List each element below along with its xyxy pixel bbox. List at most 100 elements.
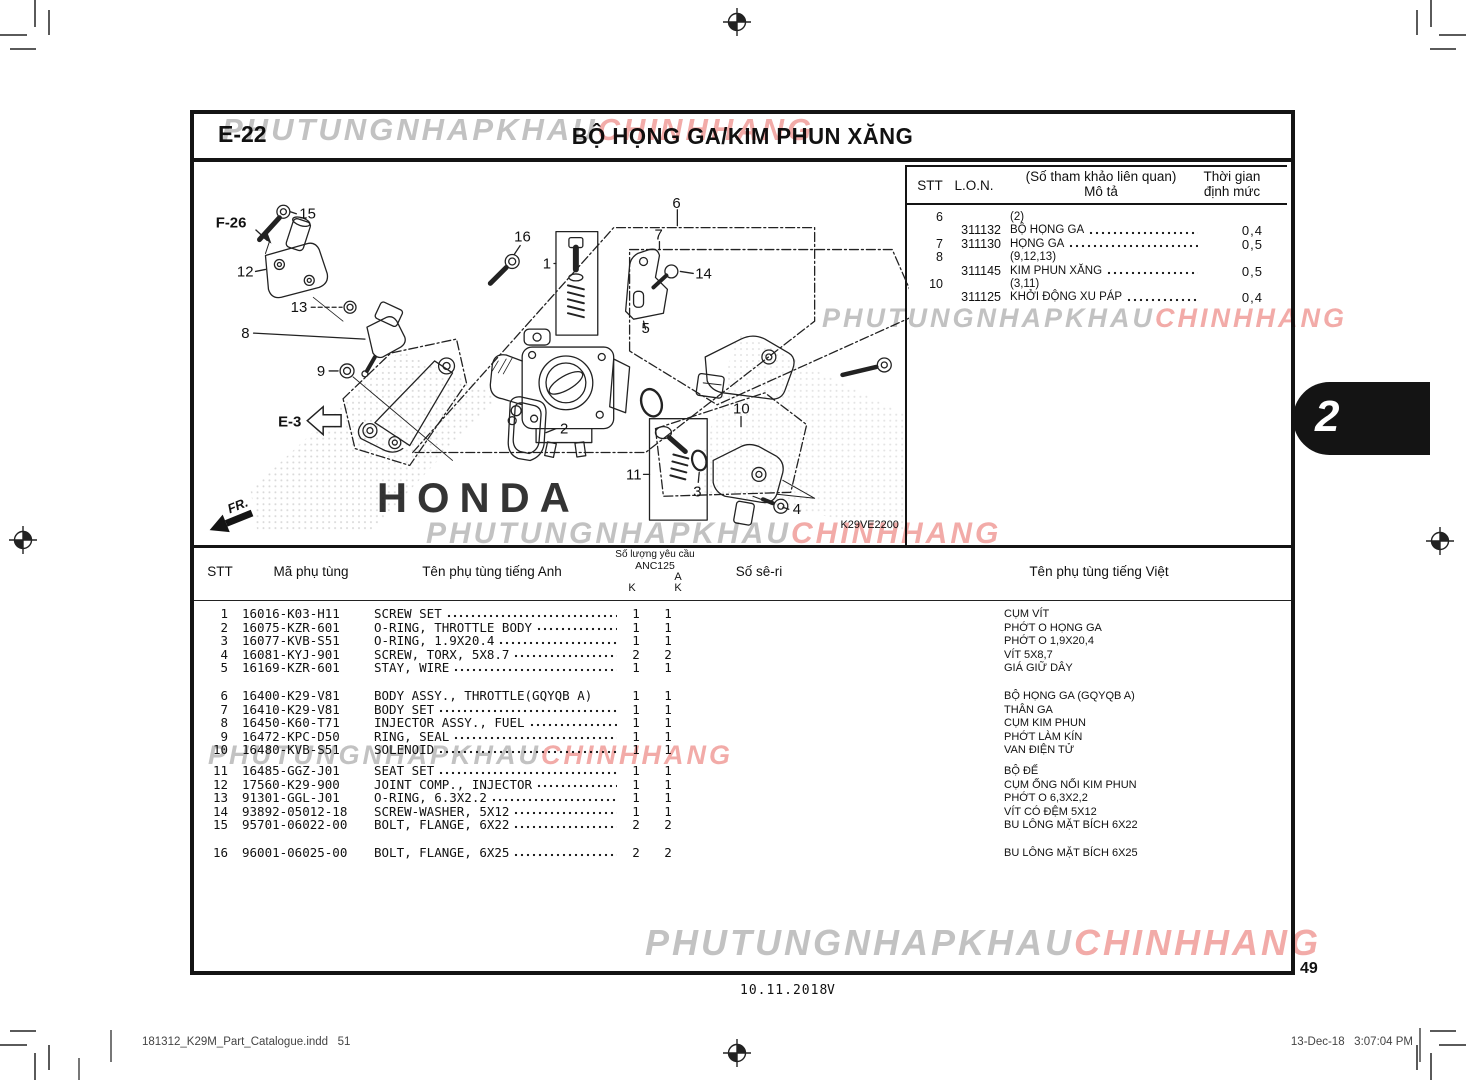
callout-8: 8 bbox=[241, 325, 249, 342]
ref-desc: (9,12,13) bbox=[1001, 251, 1201, 264]
part-serial bbox=[684, 764, 1004, 778]
chapter-tab: 2 bbox=[1293, 382, 1430, 455]
ref-table-row: 8(9,12,13) bbox=[913, 250, 1263, 264]
slug-divider bbox=[1419, 1028, 1421, 1062]
part-name-vi: CỤM ỐNG NỐI KIM PHUN bbox=[1004, 778, 1137, 791]
part-qty-k: 1 bbox=[632, 728, 640, 744]
ref-time bbox=[1201, 278, 1263, 291]
crop-mark bbox=[0, 1044, 27, 1046]
brand-watermark: HONDA bbox=[377, 474, 580, 521]
dot-leader bbox=[453, 667, 617, 672]
part-code: 16400-K29-V81 bbox=[242, 687, 340, 703]
ref-header-lon: L.O.N. bbox=[954, 177, 994, 193]
ref-desc: (2) bbox=[1001, 211, 1201, 224]
part-name-en: SCREW SET bbox=[374, 607, 620, 621]
crop-mark bbox=[34, 1053, 36, 1080]
part-qty-a: 1 bbox=[664, 742, 672, 758]
dot-leader bbox=[513, 852, 617, 857]
dot-leader bbox=[498, 640, 617, 645]
part-code: 95701-06022-00 bbox=[242, 817, 348, 833]
part-qty-a: 1 bbox=[664, 728, 672, 744]
section-code: E-22 bbox=[218, 121, 267, 147]
dot-leader bbox=[528, 722, 617, 727]
part-code: 16075-KZR-601 bbox=[242, 619, 340, 635]
part-qty-k: 2 bbox=[632, 817, 640, 833]
part-name-en: SOLENOID bbox=[374, 743, 620, 757]
ref-desc-text: KIM PHUN XĂNG bbox=[1010, 264, 1103, 277]
part-stt: 5 bbox=[220, 660, 228, 676]
crop-mark bbox=[1430, 48, 1456, 50]
registration-mark bbox=[8, 525, 38, 555]
part-serial bbox=[684, 648, 1004, 662]
ref-header-desc: (Số tham khảo liên quan)Mô tả bbox=[1025, 169, 1177, 199]
ref-lon: 311145 bbox=[961, 263, 1001, 278]
part-name-en: BODY SET bbox=[374, 703, 620, 717]
part-qty-a: 1 bbox=[664, 619, 672, 635]
part-name-en: SCREW, TORX, 5X8.7 bbox=[374, 648, 620, 662]
part-stt: 3 bbox=[220, 633, 228, 649]
part-name-vi: BU LÔNG MẶT BÍCH 6X25 bbox=[1004, 846, 1138, 859]
ref-desc: BỘ HỌNG GA bbox=[1001, 224, 1201, 237]
ref-lon bbox=[947, 211, 1001, 224]
part-code: 16169-KZR-601 bbox=[242, 660, 340, 676]
dot-leader bbox=[438, 709, 617, 714]
callout-7: 7 bbox=[654, 227, 662, 244]
part-name-en: O-RING, 1.9X20.4 bbox=[374, 634, 620, 648]
revision-date: 10.11.2018 bbox=[740, 983, 829, 998]
callout-12: 12 bbox=[237, 263, 254, 280]
part-code: 16081-KYJ-901 bbox=[242, 646, 340, 662]
registration-mark bbox=[722, 1038, 752, 1068]
file-info: 181312_K29M_Part_Catalogue.indd 51 bbox=[142, 1036, 351, 1048]
crop-mark bbox=[48, 1045, 50, 1070]
throttle-body-drawing bbox=[489, 328, 631, 459]
part-serial bbox=[684, 621, 1004, 635]
ref-lon: 311130 bbox=[961, 236, 1001, 251]
col-header-name-en: Tên phụ tùng tiếng Anh bbox=[422, 564, 562, 579]
crop-mark bbox=[0, 34, 27, 36]
part-stt: 11 bbox=[212, 762, 228, 778]
part-name-en: SCREW-WASHER, 5X12 bbox=[374, 805, 620, 819]
part-code: 16450-K60-T71 bbox=[242, 715, 340, 731]
dot-leader bbox=[453, 736, 617, 741]
dot-leader bbox=[513, 811, 617, 816]
crop-mark bbox=[10, 1030, 36, 1032]
part-name-vi: CỤM KIM PHUN bbox=[1004, 717, 1086, 730]
ref-stt bbox=[913, 265, 947, 278]
callout-3: 3 bbox=[693, 483, 701, 500]
part-serial bbox=[684, 634, 1004, 648]
part-code: 93892-05012-18 bbox=[242, 803, 348, 819]
frame-ref-label: F-26 bbox=[216, 215, 247, 232]
parts-table-header: STT Mã phụ tùng Tên phụ tùng tiếng Anh S… bbox=[194, 548, 1291, 601]
dot-leader bbox=[1068, 244, 1198, 249]
part-name-en: SEAT SET bbox=[374, 764, 620, 778]
callout-10: 10 bbox=[733, 401, 750, 418]
parts-table: STT Mã phụ tùng Tên phụ tùng tiếng Anh S… bbox=[194, 545, 1291, 967]
part-qty-k: 1 bbox=[632, 633, 640, 649]
part-qty-k: 1 bbox=[632, 742, 640, 758]
part-name-en-text: SCREW SET bbox=[374, 606, 442, 621]
part-code: 17560-K29-900 bbox=[242, 776, 340, 792]
part-name-en-text: JOINT COMP., INJECTOR bbox=[374, 776, 533, 792]
crop-mark bbox=[10, 48, 36, 50]
ref-table-row: 10(3,11) bbox=[913, 277, 1263, 291]
part-qty-k: 1 bbox=[632, 776, 640, 792]
part-name-vi: VAN ĐIỆN TỬ bbox=[1004, 744, 1075, 757]
ref-time bbox=[1201, 251, 1263, 264]
crop-mark bbox=[48, 10, 50, 35]
part-name-en: INJECTOR ASSY., FUEL bbox=[374, 716, 620, 730]
part-name-en-text: SCREW, TORX, 5X8.7 bbox=[374, 646, 510, 662]
part-name-vi: PHỚT O 6,3X2,2 bbox=[1004, 792, 1088, 805]
part-serial bbox=[684, 689, 1004, 703]
dot-leader bbox=[513, 654, 617, 659]
crop-mark bbox=[1416, 1045, 1418, 1070]
part-serial bbox=[684, 791, 1004, 805]
